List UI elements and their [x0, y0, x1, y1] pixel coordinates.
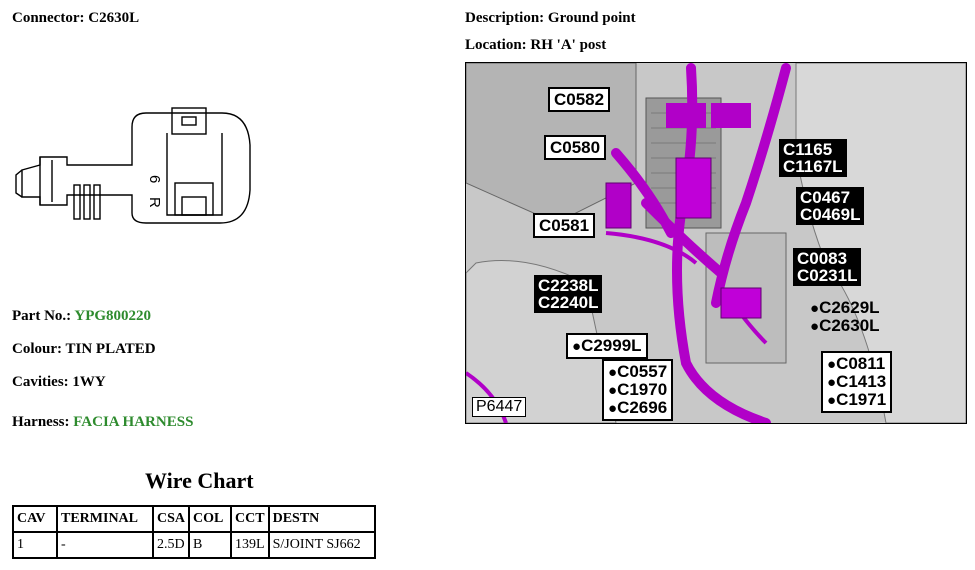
part-no-value: YPG800220	[74, 308, 152, 324]
label-c1971: C1971	[836, 390, 887, 409]
label-c1165-c1167l: C1165 C1167L	[779, 139, 847, 177]
description-line: Description: Ground point	[465, 10, 636, 27]
label-c2238l-c2240l: C2238L C2240L	[534, 275, 603, 313]
connector-label: Connector:	[12, 10, 85, 26]
label-c0580: C0580	[544, 135, 607, 160]
cavities-label: Cavities:	[12, 374, 69, 390]
bullet-icon: ●	[827, 374, 837, 391]
col-cav: CAV	[12, 505, 58, 533]
col-terminal: TERMINAL	[56, 505, 154, 533]
bullet-icon: ●	[810, 300, 820, 317]
bullet-icon: ●	[608, 400, 618, 417]
label-c2238l: C2238L	[538, 276, 599, 295]
cell-cct: 139L	[230, 531, 270, 559]
label-c2696: C2696	[617, 398, 668, 417]
part-no-line: Part No.: YPG800220	[12, 308, 151, 325]
drawing-mark-r: R	[146, 197, 163, 208]
col-csa: CSA	[151, 505, 191, 533]
cell-cav: 1	[12, 531, 58, 559]
label-c0467: C0467	[800, 188, 851, 207]
wire-chart-title: Wire Chart	[145, 468, 254, 493]
bullet-icon: ●	[827, 392, 837, 409]
col-destn: DESTN	[267, 505, 376, 533]
label-c2999l: C2999L	[581, 336, 642, 355]
cell-terminal: -	[56, 531, 154, 559]
col-cct: CCT	[230, 505, 270, 533]
photo-reference: P6447	[472, 397, 527, 417]
label-c1413: C1413	[836, 372, 887, 391]
bullet-icon: ●	[608, 364, 618, 381]
colour-line: Colour: TIN PLATED	[12, 341, 156, 358]
wire-chart-header-row: CAV TERMINAL CSA COL CCT DESTN	[12, 505, 376, 533]
cavities-value: 1WY	[72, 374, 106, 390]
location-label: Location:	[465, 37, 527, 53]
description-label: Description:	[465, 10, 545, 26]
table-row: 1 - 2.5D B 139L S/JOINT SJ662	[12, 531, 376, 559]
connector-value: C2630L	[88, 10, 140, 26]
label-c2629l-c2630l: ●C2629L ●C2630L	[806, 297, 884, 337]
label-c0811-c1413-c1971: ●C0811 ●C1413 ●C1971	[821, 351, 893, 413]
label-c0581: C0581	[533, 213, 596, 238]
label-c0467-c0469l: C0467 C0469L	[796, 187, 865, 225]
location-value: RH 'A' post	[530, 37, 607, 53]
connector-line: Connector: C2630L	[12, 10, 139, 27]
label-c0557-c1970-c2696: ●C0557 ●C1970 ●C2696	[602, 359, 674, 421]
col-col: COL	[188, 505, 233, 533]
label-c0083-c0231l: C0083 C0231L	[793, 248, 862, 286]
label-c2629l: C2629L	[819, 298, 880, 317]
bullet-icon: ●	[572, 338, 582, 355]
label-c0557: C0557	[617, 362, 668, 381]
bullet-icon: ●	[810, 318, 820, 335]
harness-value: FACIA HARNESS	[73, 414, 194, 430]
label-c0231l: C0231L	[797, 266, 858, 285]
harness-label: Harness:	[12, 414, 70, 430]
label-c0582: C0582	[548, 87, 611, 112]
wire-chart-table: CAV TERMINAL CSA COL CCT DESTN 1 - 2.5D …	[12, 505, 376, 559]
label-c1970: C1970	[617, 380, 668, 399]
cell-col: B	[188, 531, 233, 559]
label-c2630l: C2630L	[819, 316, 880, 335]
colour-label: Colour:	[12, 341, 62, 357]
label-c0811: C0811	[836, 354, 886, 373]
drawing-mark-6: 6	[146, 175, 163, 183]
part-no-label: Part No.:	[12, 308, 72, 324]
label-c1167l: C1167L	[783, 157, 843, 176]
bullet-icon: ●	[608, 382, 618, 399]
harness-line: Harness: FACIA HARNESS	[12, 414, 193, 431]
label-c2999l-box: ●C2999L	[566, 333, 648, 359]
label-c1165: C1165	[783, 140, 833, 159]
connector-drawing: 6 R	[15, 107, 251, 224]
cell-destn: S/JOINT SJ662	[267, 531, 376, 559]
location-line: Location: RH 'A' post	[465, 37, 606, 54]
colour-value: TIN PLATED	[65, 341, 156, 357]
label-c0469l: C0469L	[800, 205, 861, 224]
bullet-icon: ●	[827, 356, 837, 373]
label-c2240l: C2240L	[538, 293, 599, 312]
label-c0083: C0083	[797, 249, 848, 268]
cavities-line: Cavities: 1WY	[12, 374, 106, 391]
location-photo: C0582 C0580 C0581 C1165 C1167L C0467 C04…	[465, 62, 967, 424]
description-value: Ground point	[547, 10, 636, 26]
cell-csa: 2.5D	[151, 531, 191, 559]
